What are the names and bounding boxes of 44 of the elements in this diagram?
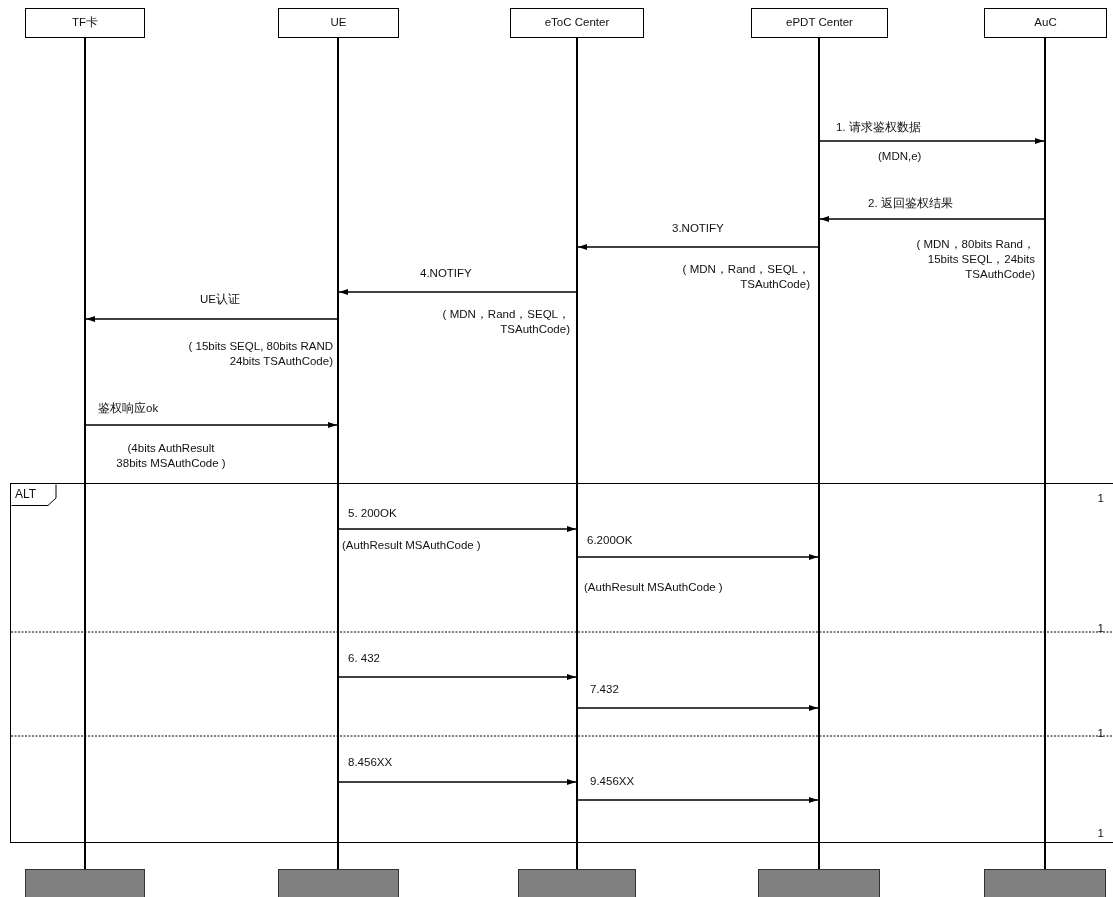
message-arrow (338, 674, 577, 680)
message-parameters: ( MDN，Rand，SEQL，TSAuthCode) (681, 262, 810, 292)
lifeline (576, 38, 578, 869)
participant-box: eToC Center (510, 8, 644, 38)
lifeline (337, 38, 339, 869)
message-arrow (577, 554, 819, 560)
message-parameters: (AuthResult MSAuthCode ) (584, 580, 723, 595)
message-parameters: ( 15bits SEQL, 80bits RAND 24bits TSAuthCode) (187, 339, 333, 369)
frame-index: 1 (1096, 826, 1104, 841)
frame-index: 1 (1096, 491, 1104, 506)
participant-end-box (278, 869, 399, 897)
message-label: 2. 返回鉴权结果 (866, 196, 955, 211)
message-arrow (819, 216, 1045, 222)
message-label: 1. 请求鉴权数据 (834, 120, 923, 135)
frame-tab: ALT (11, 484, 57, 506)
message-parameters: (AuthResult MSAuthCode ) (342, 538, 481, 553)
message-arrow (577, 705, 819, 711)
participant-box: AuC (984, 8, 1107, 38)
lifeline (1044, 38, 1046, 869)
message-arrow (338, 779, 577, 785)
message-label: UE认证 (198, 292, 242, 307)
message-arrow (577, 244, 819, 250)
message-parameters: (4bits AuthResult 38bits MSAuthCode ) (115, 441, 227, 471)
participant-end-box (984, 869, 1106, 897)
lifeline (818, 38, 820, 869)
message-parameters: ( MDN，80bits Rand，15bits SEQL，24bits TSAuthCode) (915, 237, 1035, 282)
lifeline (84, 38, 86, 869)
participant-end-box (518, 869, 636, 897)
message-parameters: (MDN,e) (878, 149, 922, 164)
message-arrow (85, 316, 338, 322)
message-arrow (85, 422, 338, 428)
message-arrow (338, 526, 577, 532)
participant-box: UE (278, 8, 399, 38)
message-arrow (819, 138, 1045, 144)
frame-index: 1 (1096, 621, 1104, 636)
message-label: 鉴权响应ok (96, 401, 161, 416)
message-arrow (338, 289, 577, 295)
participant-end-box (758, 869, 880, 897)
participant-box: TF卡 (25, 8, 145, 38)
message-arrow (577, 797, 819, 803)
participant-end-box (25, 869, 145, 897)
frame-index: 1 (1096, 726, 1104, 741)
participant-box: ePDT Center (751, 8, 888, 38)
message-parameters: ( MDN，Rand，SEQL，TSAuthCode) (441, 307, 570, 337)
